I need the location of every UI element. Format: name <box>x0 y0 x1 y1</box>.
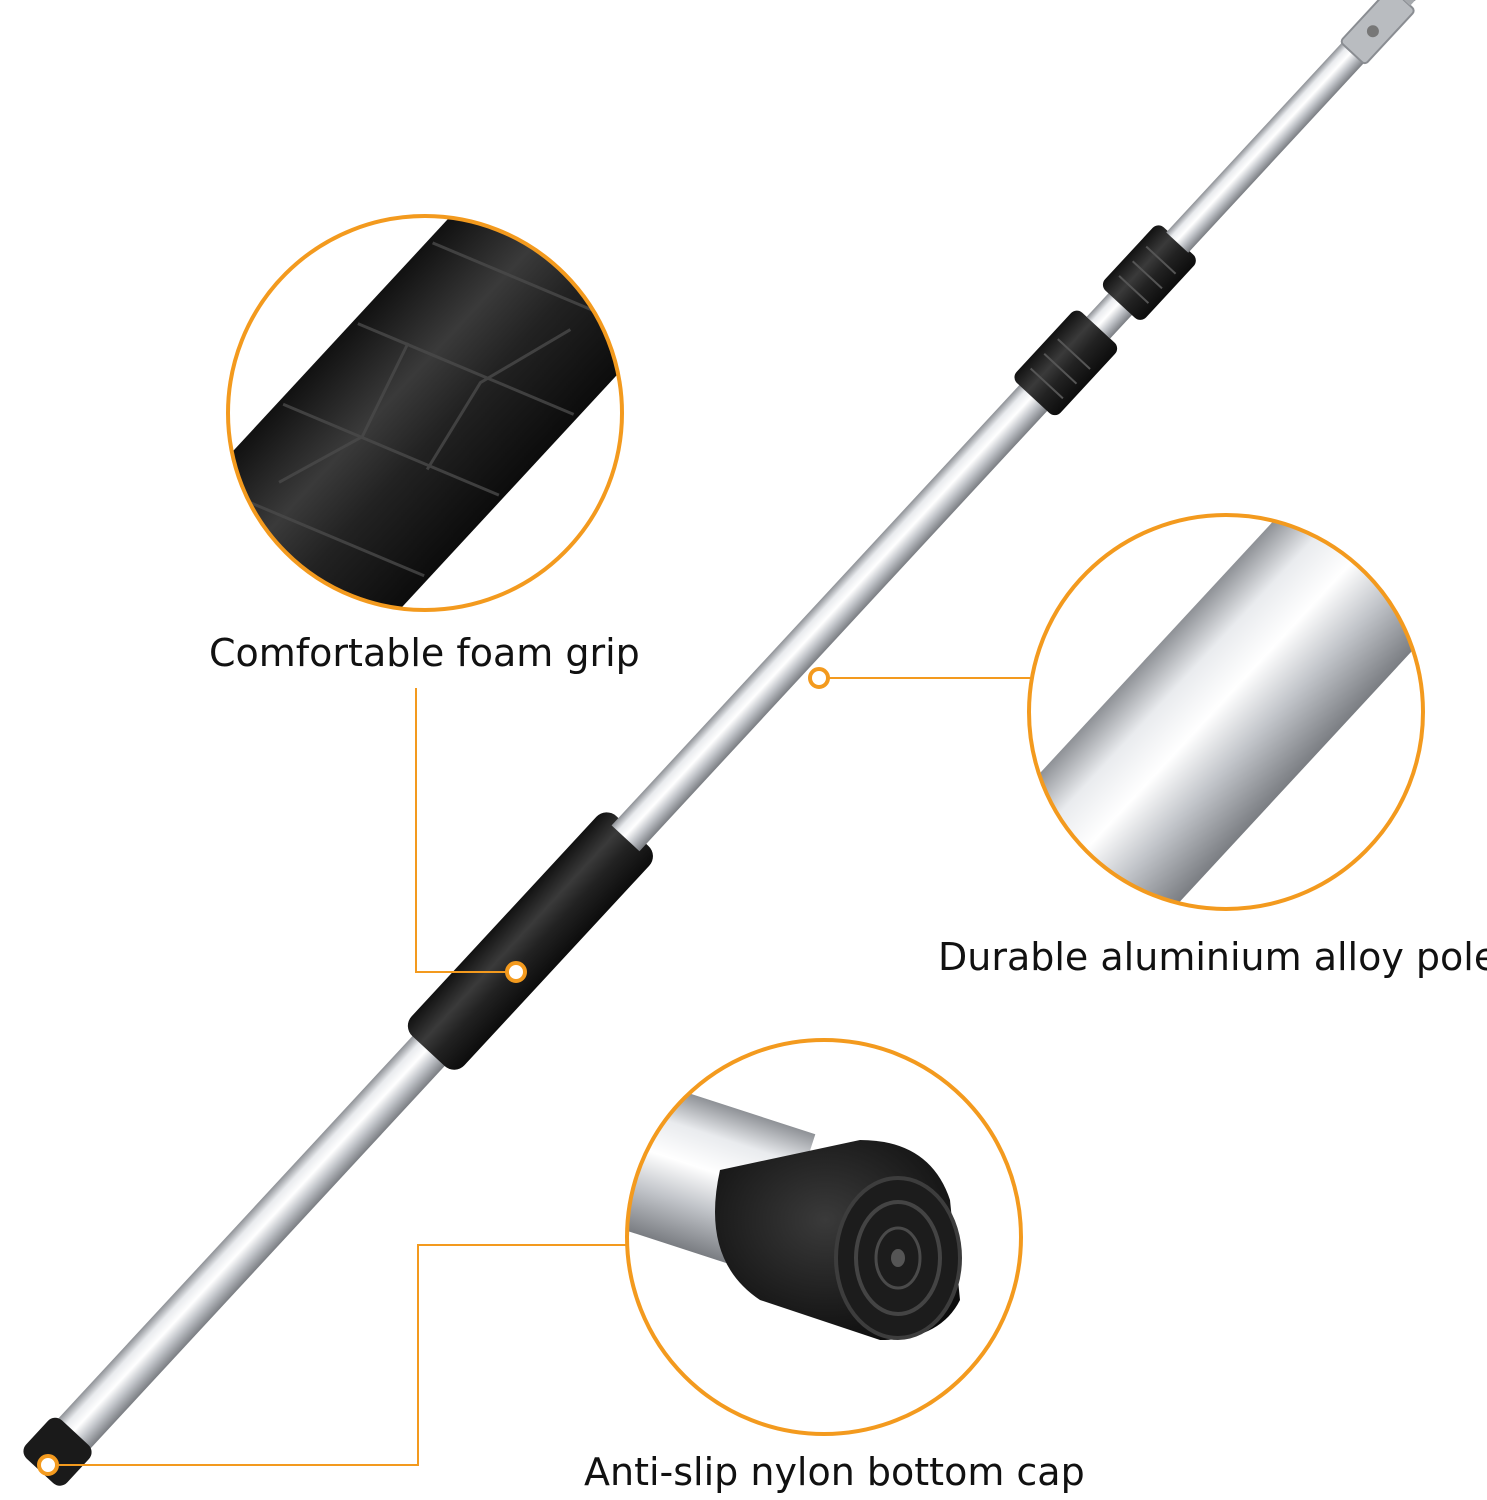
foam-grip <box>407 812 653 1070</box>
cap-anchor-dot <box>37 1454 59 1476</box>
grip-callout-label: Comfortable foam grip <box>209 631 640 675</box>
middle-tube <box>611 370 1061 852</box>
twist-lock-lower <box>1014 310 1118 416</box>
cap-callout-label: Anti-slip nylon bottom cap <box>584 1450 1085 1494</box>
pole-anchor-dot <box>808 667 830 689</box>
cap-zoom-circle <box>625 1038 1023 1436</box>
cap-connector-line <box>58 1244 630 1466</box>
pole-callout-label: Durable aluminium alloy pole <box>938 935 1487 979</box>
callout-connectors <box>58 677 1030 1466</box>
grip-anchor-dot <box>505 961 527 983</box>
pole-zoom-circle <box>1027 513 1425 911</box>
upper-tube <box>1166 40 1367 253</box>
callout-dots <box>37 667 830 1476</box>
lower-tube <box>38 1021 459 1470</box>
threaded-tip <box>1340 0 1415 65</box>
twist-lock-upper <box>1102 225 1196 320</box>
grip-connector-line <box>415 688 508 973</box>
telescopic-pole <box>23 0 1442 1486</box>
